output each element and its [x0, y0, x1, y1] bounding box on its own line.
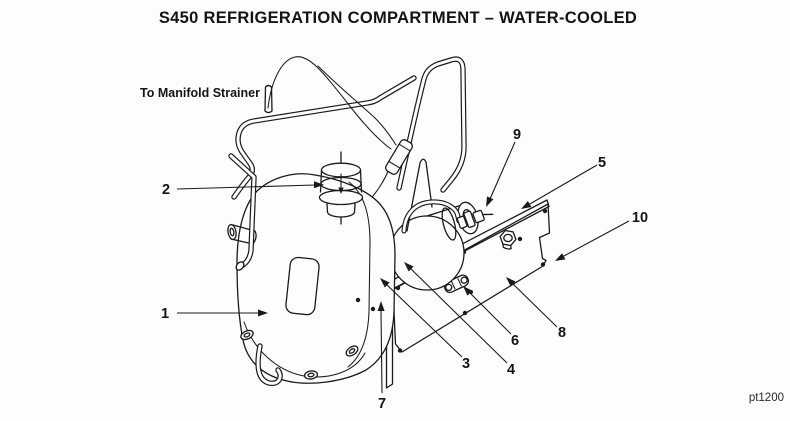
drum-hose [401, 199, 462, 234]
hex-nut-fitting [499, 229, 517, 250]
stand-legs [406, 158, 433, 232]
callout-7-number: 7 [378, 396, 386, 412]
callout-3-number: 3 [462, 356, 470, 372]
callout-1-number: 1 [161, 306, 169, 322]
callout-5: 5 [521, 155, 606, 209]
callout-8: 8 [506, 277, 566, 341]
sight-glass [384, 139, 414, 175]
panel-bolts [395, 208, 548, 353]
left-vertical-tube [228, 153, 257, 271]
discharge-loop-tube [396, 56, 467, 193]
oil-tube [255, 343, 283, 386]
callout-2: 2 [162, 181, 324, 198]
manifold-strainer-stub [264, 84, 273, 114]
callout-8-number: 8 [558, 325, 566, 341]
bracket-bolt [370, 306, 376, 312]
callout-10-number: 10 [632, 210, 648, 226]
callout-10: 10 [555, 210, 648, 261]
compressor-nameplate [285, 256, 320, 316]
figure-title: S450 REFRIGERATION COMPARTMENT – WATER-C… [159, 9, 637, 27]
bracket-bolt [355, 297, 361, 303]
compressor-body [227, 173, 396, 386]
callout-1: 1 [161, 306, 268, 322]
manifold-strainer-label: To Manifold Strainer [140, 86, 260, 100]
callout-9: 9 [486, 127, 521, 207]
callout-7: 7 [377, 301, 386, 412]
water-valve [443, 274, 470, 294]
callout-4-number: 4 [507, 362, 515, 378]
callout-4: 4 [404, 262, 515, 378]
union-fitting [456, 209, 494, 229]
callout-2-number: 2 [162, 182, 170, 198]
mounting-rail [384, 199, 550, 293]
callout-6: 6 [463, 286, 519, 349]
callout-6-number: 6 [511, 333, 519, 349]
mounting-panel [392, 203, 551, 353]
drawing-code: pt1200 [749, 392, 784, 404]
suction-muffler [318, 151, 364, 225]
callout-5-number: 5 [598, 155, 606, 171]
mounting-feet [240, 329, 359, 380]
callout-9-number: 9 [513, 127, 521, 143]
callout-3: 3 [380, 278, 470, 372]
